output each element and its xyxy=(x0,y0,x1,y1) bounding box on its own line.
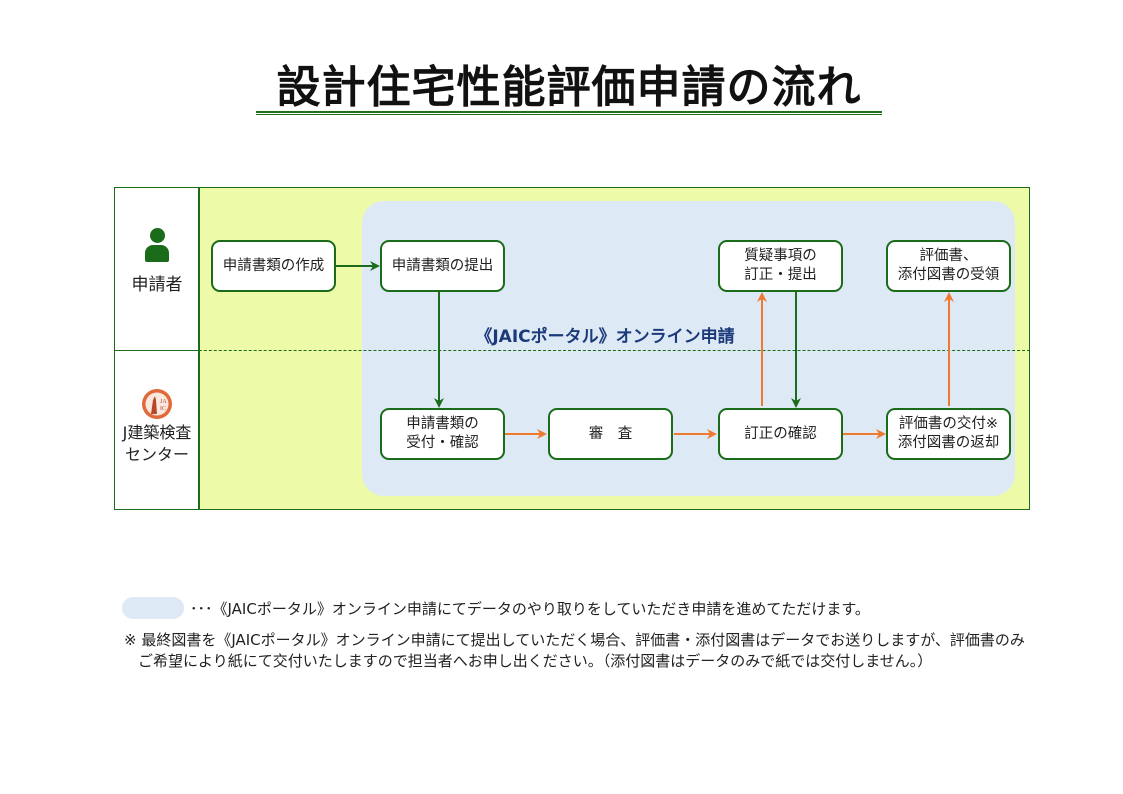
jaic-logo-icon: JA IC xyxy=(142,389,172,419)
footnote: ※ 最終図書を《JAICポータル》オンライン申請にて提出していただく場合、評価書… xyxy=(124,630,1025,672)
page-title: 設計住宅性能評価申請の流れ xyxy=(276,62,862,113)
lane-center-label-2: センター xyxy=(124,445,189,464)
footnote-line-2: ご希望により紙にて交付いたしますので担当者へお申し出ください。（添付図書はデータ… xyxy=(138,652,933,670)
lane-applicant-label: 申請者 xyxy=(131,275,183,295)
step-issue-evaluation: 評価書の交付※ 添付図書の返却 xyxy=(886,408,1011,460)
step-review: 審 査 xyxy=(548,408,673,460)
person-icon xyxy=(143,228,171,264)
step-accept-documents: 申請書類の 受付・確認 xyxy=(380,408,505,460)
step-create-documents: 申請書類の作成 xyxy=(211,240,336,292)
portal-label: 《JAICポータル》オンライン申請 xyxy=(475,327,735,347)
step-receive-evaluation: 評価書、 添付図書の受領 xyxy=(886,240,1011,292)
svg-text:JA: JA xyxy=(160,399,167,405)
legend-text: ･･･《JAICポータル》オンライン申請にてデータのやり取りをしていただき申請を… xyxy=(190,600,870,618)
step-confirm-correction: 訂正の確認 xyxy=(718,408,843,460)
lane-center-label-1: J建築検査 xyxy=(122,423,192,442)
legend-swatch xyxy=(122,597,184,619)
lane-divider xyxy=(114,350,1030,351)
lane-applicant: 申請者 xyxy=(114,228,200,295)
title-underline xyxy=(256,111,882,113)
lane-center: JA IC J建築検査 センター xyxy=(114,388,200,466)
actor-column-divider xyxy=(114,350,200,351)
step-submit-documents: 申請書類の提出 xyxy=(380,240,505,292)
svg-text:IC: IC xyxy=(160,406,166,412)
footnote-line-1: ※ 最終図書を《JAICポータル》オンライン申請にて提出していただく場合、評価書… xyxy=(124,631,1025,649)
title-underline-thin xyxy=(256,114,882,115)
step-qa-correction: 質疑事項の 訂正・提出 xyxy=(718,240,843,292)
